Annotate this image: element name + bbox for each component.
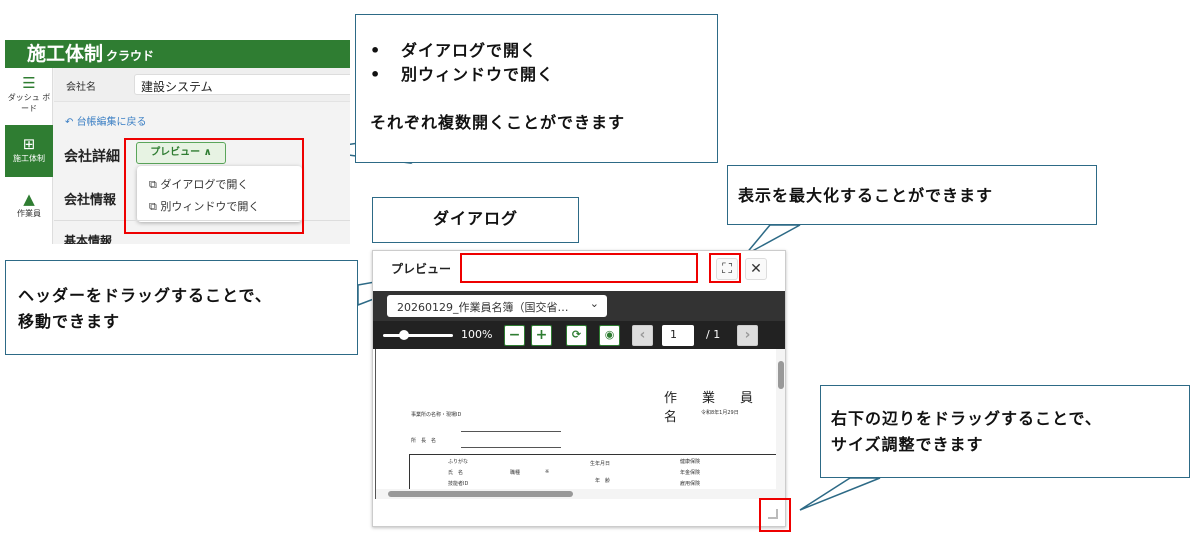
callout-bullet: • ダイアログで開く bbox=[370, 41, 537, 60]
zoom-slider[interactable] bbox=[383, 334, 453, 337]
callout-dialog-label: ダイアログ bbox=[372, 197, 579, 243]
highlight-resize bbox=[759, 498, 791, 532]
fit-icon: ◉ bbox=[604, 328, 615, 341]
zoom-in-button[interactable]: + bbox=[531, 325, 552, 346]
chevron-down-icon: ⌄ bbox=[589, 297, 599, 310]
sidebar-item-sekou[interactable]: ⊞施工体制 bbox=[5, 125, 53, 177]
callout-line: 右下の辺りをドラッグすることで、 bbox=[831, 409, 1102, 428]
checklist-icon: ☰ bbox=[22, 74, 36, 92]
detail-heading: 会社詳細 bbox=[64, 149, 120, 165]
logo-sub: クラウド bbox=[106, 49, 155, 63]
scroll-thumb[interactable] bbox=[388, 491, 573, 497]
sidebar-label: 作業員 bbox=[17, 209, 41, 218]
page-input[interactable]: 1 bbox=[662, 325, 694, 346]
doc-date: 令和8年1月29日 bbox=[701, 410, 739, 416]
app-header: 施工体制クラウド bbox=[5, 40, 350, 68]
callout-resize: 右下の辺りをドラッグすることで、 サイズ調整できます bbox=[820, 385, 1190, 478]
close-icon: ✕ bbox=[750, 261, 762, 277]
divider bbox=[54, 220, 350, 221]
preview-button[interactable]: プレビュー ∧ bbox=[136, 142, 226, 164]
hard-hat-icon: ▲ bbox=[23, 190, 35, 208]
page-total: / 1 bbox=[706, 328, 721, 341]
doc-title: 作 業 員 名 bbox=[664, 391, 779, 425]
col: ふりがな bbox=[448, 459, 469, 465]
doc-table: ふりがな 氏 名 技能者ID 職種 ※ 生年月日 年 齢 健康保険 年金保険 雇… bbox=[409, 454, 779, 490]
sidebar-label: 施工体制 bbox=[13, 154, 45, 163]
rotate-button[interactable]: ⟳ bbox=[566, 325, 587, 346]
next-page-button[interactable]: › bbox=[737, 325, 758, 346]
bullet-text: 別ウィンドウで開く bbox=[400, 65, 554, 84]
doc-manager: 所 長 名 bbox=[411, 438, 437, 444]
company-label: 会社名 bbox=[66, 82, 96, 93]
file-name: 20260129_作業員名簿（国交省… bbox=[397, 301, 569, 314]
rotate-icon: ⟳ bbox=[571, 328, 582, 341]
callout-line: サイズ調整できます bbox=[831, 435, 984, 454]
company-select[interactable]: 建設システム⌄ bbox=[134, 74, 350, 95]
menu-item-window[interactable]: ⧉ 別ウィンドウで開く bbox=[149, 198, 259, 214]
info-heading: 会社情報 bbox=[64, 193, 117, 208]
vertical-scrollbar[interactable] bbox=[776, 349, 785, 499]
col: 技能者ID bbox=[448, 481, 469, 487]
maximize-button[interactable]: ⛶ bbox=[716, 258, 738, 280]
zoom-slider-handle[interactable] bbox=[399, 330, 409, 340]
callout-open-modes: • ダイアログで開く • 別ウィンドウで開く それぞれ複数開くことができます bbox=[355, 14, 718, 163]
col: 氏 名 bbox=[448, 470, 464, 476]
menu-label: 別ウィンドウで開く bbox=[160, 200, 260, 213]
col: 生年月日 bbox=[590, 461, 611, 467]
highlight-drag-header bbox=[460, 253, 698, 283]
maximize-icon: ⛶ bbox=[722, 261, 732, 277]
col: 年金保険 bbox=[680, 470, 701, 476]
close-button[interactable]: ✕ bbox=[745, 258, 767, 280]
col: 雇用保険 bbox=[680, 481, 701, 487]
app-screenshot: 施工体制クラウド ☰ダッシュ ボード ⊞施工体制 ▲作業員 会社名 建設システム… bbox=[5, 40, 350, 244]
sidebar-item-workers[interactable]: ▲作業員 bbox=[5, 190, 53, 236]
dialog-title: プレビュー bbox=[391, 262, 452, 276]
menu-label: ダイアログで開く bbox=[160, 178, 249, 191]
prev-page-button[interactable]: ‹ bbox=[632, 325, 653, 346]
company-bar: 会社名 建設システム⌄ bbox=[54, 68, 350, 102]
external-link-icon: ⧉ bbox=[149, 178, 157, 191]
back-link[interactable]: ↶ 台帳編集に戻る bbox=[65, 117, 147, 128]
line bbox=[461, 431, 561, 432]
sidebar-item-dashboard[interactable]: ☰ダッシュ ボード bbox=[5, 74, 53, 120]
callout-maximize: 表示を最大化することができます bbox=[727, 165, 1097, 225]
callout-drag-header: ヘッダーをドラッグすることで、 移動できます bbox=[5, 260, 358, 355]
org-chart-icon: ⊞ bbox=[22, 135, 36, 153]
col: 年 齢 bbox=[595, 478, 611, 484]
document-view: 作 業 員 名 令和8年1月29日 事業所の名称・現場ID 所 長 名 ふりがな… bbox=[375, 349, 785, 499]
sidebar: ☰ダッシュ ボード ⊞施工体制 ▲作業員 bbox=[5, 68, 53, 244]
col: 職種 bbox=[510, 470, 521, 476]
highlight-preview-menu bbox=[124, 138, 304, 234]
callout-bullet: • 別ウィンドウで開く bbox=[370, 65, 554, 84]
file-bar: 20260129_作業員名簿（国交省… ⌄ bbox=[373, 291, 785, 321]
back-link-label: 台帳編集に戻る bbox=[76, 117, 147, 128]
zoom-level: 100% bbox=[461, 328, 493, 341]
line bbox=[461, 447, 561, 448]
highlight-maximize bbox=[709, 253, 741, 283]
preview-menu: ⧉ ダイアログで開く ⧉ 別ウィンドウで開く bbox=[137, 166, 302, 222]
callout-line: ヘッダーをドラッグすることで、 bbox=[18, 286, 272, 305]
resize-handle-icon[interactable] bbox=[768, 509, 778, 519]
callout-note: それぞれ複数開くことができます bbox=[370, 113, 626, 132]
bullet-text: ダイアログで開く bbox=[400, 41, 537, 60]
preview-dialog: プレビュー ⛶ ✕ 20260129_作業員名簿（国交省… ⌄ 100% − + … bbox=[372, 250, 786, 527]
callout-line: 移動できます bbox=[18, 312, 121, 331]
external-link-icon: ⧉ bbox=[149, 200, 157, 213]
viewer-toolbar: 100% − + ⟳ ◉ ‹ 1 / 1 › bbox=[373, 321, 785, 349]
company-value: 建設システム bbox=[141, 80, 213, 94]
scroll-thumb[interactable] bbox=[778, 361, 784, 389]
menu-item-dialog[interactable]: ⧉ ダイアログで開く bbox=[149, 176, 248, 192]
col: ※ bbox=[545, 469, 550, 475]
sidebar-label: ダッシュ ボード bbox=[7, 93, 51, 113]
file-select[interactable]: 20260129_作業員名簿（国交省… ⌄ bbox=[387, 295, 607, 317]
col: 健康保険 bbox=[680, 459, 701, 465]
fit-button[interactable]: ◉ bbox=[599, 325, 620, 346]
zoom-out-button[interactable]: − bbox=[504, 325, 525, 346]
logo: 施工体制 bbox=[27, 43, 104, 65]
horizontal-scrollbar[interactable] bbox=[376, 489, 776, 499]
doc-office: 事業所の名称・現場ID bbox=[411, 412, 462, 418]
basic-heading: 基本情報 bbox=[64, 234, 113, 244]
